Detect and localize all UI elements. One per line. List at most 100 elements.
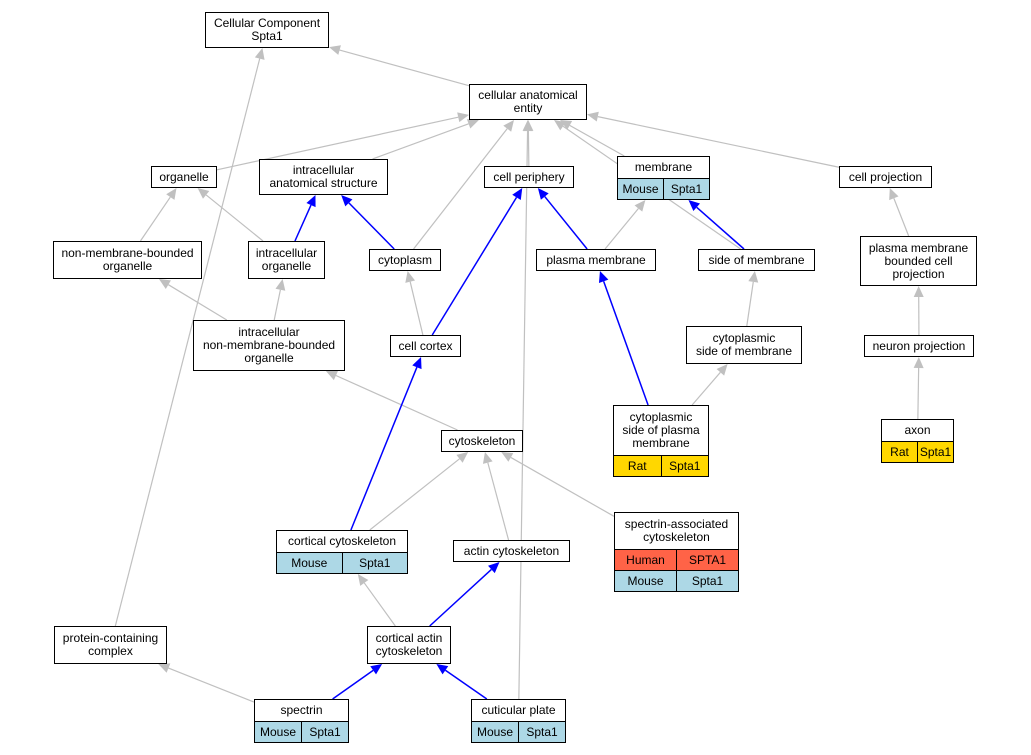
gene-tag: Spta1 [663, 179, 709, 199]
node-label: axon [904, 423, 931, 437]
arrowhead [598, 271, 609, 284]
node-label: spectrin-associated cytoskeleton [624, 517, 729, 544]
edge-axon-to-neuron-projection [917, 367, 920, 420]
arrowhead [158, 279, 171, 289]
edge-cytoplasmic-side-of-plasma-membrane-to-plasma-membrane [602, 281, 649, 406]
edge-plasma-membrane-to-cell-periphery [544, 196, 588, 250]
arrowhead [716, 364, 728, 376]
node-label: cortical actin cytoskeleton [375, 631, 443, 658]
node-organelle: organelle [151, 166, 217, 188]
node-label: cell cortex [398, 338, 453, 353]
node-label: cell projection [848, 169, 923, 184]
edge-membrane-to-cellular-anatomical-entity [569, 124, 625, 157]
species-tag: Rat [882, 442, 917, 462]
arrowhead [341, 195, 353, 207]
node-cell-cortex: cell cortex [390, 335, 461, 357]
edge-spectrin-to-protein-containing-complex [168, 667, 255, 703]
arrowhead [512, 188, 523, 200]
node-label: membrane [634, 160, 693, 174]
node-cortical-actin-cytoskeleton: cortical actin cytoskeleton [367, 626, 451, 664]
node-label: organelle [159, 169, 209, 184]
gene-tag: Spta1 [518, 722, 565, 742]
arrowhead [306, 195, 316, 208]
gene-tag: Spta1 [301, 722, 348, 742]
node-cytoplasmic-side-of-membrane: cytoplasmic side of membrane [686, 326, 802, 364]
edge-intracellular-organelle-to-organelle [205, 194, 264, 242]
node-label: spectrin [280, 703, 323, 717]
species-tag: Mouse [472, 722, 518, 742]
node-label: neuron projection [872, 338, 966, 353]
node-non-membrane-bounded-organelle: non-membrane-bounded organelle [53, 241, 202, 279]
arrowhead [913, 286, 924, 298]
edge-cytoplasm-to-intracellular-anatomical-structure [348, 202, 395, 250]
edge-non-membrane-bounded-organelle-to-organelle [139, 196, 171, 242]
node-label: Cellular Component Spta1 [213, 16, 321, 43]
arrowhead [325, 370, 338, 381]
edge-intracellular-non-membrane-bounded-organelle-to-non-membrane-bounded-organelle [168, 284, 228, 321]
arrowhead [456, 452, 469, 463]
arrowhead [329, 45, 341, 55]
node-cellular-anatomical-entity: cellular anatomical entity [469, 84, 587, 120]
edge-intracellular-non-membrane-bounded-organelle-to-intracellular-organelle [273, 289, 281, 321]
edge-cortical-actin-cytoskeleton-to-cortical-cytoskeleton [363, 582, 396, 627]
edge-protein-containing-complex-to-cellular-component [114, 58, 261, 627]
node-neuron-projection: neuron projection [864, 335, 974, 357]
edge-cytoplasmic-side-of-plasma-membrane-to-cytoplasmic-side-of-membrane [691, 371, 721, 406]
edge-side-of-membrane-to-membrane [696, 206, 745, 250]
gene-tag: Spta1 [341, 553, 407, 573]
species-tag: Mouse [255, 722, 301, 742]
node-label: protein-containing complex [62, 631, 159, 658]
edge-spectrin-associated-cytoskeleton-to-cytoskeleton [510, 456, 615, 517]
node-label: plasma membrane bounded cell projection [868, 240, 969, 281]
edge-cell-projection-to-cellular-anatomical-entity [597, 116, 840, 168]
node-side-of-membrane: side of membrane [698, 249, 815, 271]
arrowhead [688, 200, 701, 212]
node-cellular-component: Cellular Component Spta1 [205, 12, 329, 48]
node-label: cell periphery [493, 169, 565, 184]
edge-spectrin-to-cortical-actin-cytoskeleton [332, 669, 374, 700]
node-label: non-membrane-bounded organelle [61, 246, 194, 273]
node-label: intracellular organelle [255, 246, 318, 273]
species-tag: Human [615, 550, 676, 570]
edge-cuticular-plate-to-cortical-actin-cytoskeleton [444, 669, 488, 700]
node-actin-cytoskeleton: actin cytoskeleton [453, 540, 570, 562]
arrowhead [634, 200, 646, 212]
edge-cell-cortex-to-cytoplasm [409, 281, 424, 336]
edge-intracellular-anatomical-structure-to-cellular-anatomical-entity [372, 123, 469, 160]
species-tag: Mouse [277, 553, 342, 573]
arrowhead [466, 119, 479, 129]
gene-tag: Spta1 [676, 571, 738, 591]
arrowhead [412, 357, 422, 370]
arrowhead [537, 188, 549, 200]
arrowhead [587, 111, 599, 122]
arrowhead [197, 188, 210, 199]
edge-cytoplasmic-side-of-membrane-to-side-of-membrane [746, 281, 754, 327]
node-label: cytoplasmic side of plasma membrane [622, 410, 700, 450]
edge-plasma-membrane-to-membrane [604, 208, 639, 250]
node-label: cytoskeleton [448, 433, 516, 448]
node-label: cortical cytoskeleton [287, 534, 397, 548]
edge-intracellular-organelle-to-intracellular-anatomical-structure [294, 204, 312, 242]
edge-actin-cytoskeleton-to-cytoskeleton [487, 462, 510, 541]
gene-tag: Spta1 [917, 442, 953, 462]
edge-cell-cortex-to-cell-periphery [431, 196, 518, 336]
node-label: cuticular plate [481, 703, 556, 717]
edge-cortical-cytoskeleton-to-cytoskeleton [369, 458, 460, 531]
edge-organelle-to-cellular-anatomical-entity [216, 116, 459, 171]
node-label: cytoplasm [377, 252, 433, 267]
node-label: cytoplasmic side of membrane [695, 331, 793, 358]
edge-cortical-actin-cytoskeleton-to-actin-cytoskeleton [429, 568, 492, 627]
species-tag: Mouse [615, 571, 676, 591]
node-intracellular-organelle: intracellular organelle [248, 241, 325, 279]
